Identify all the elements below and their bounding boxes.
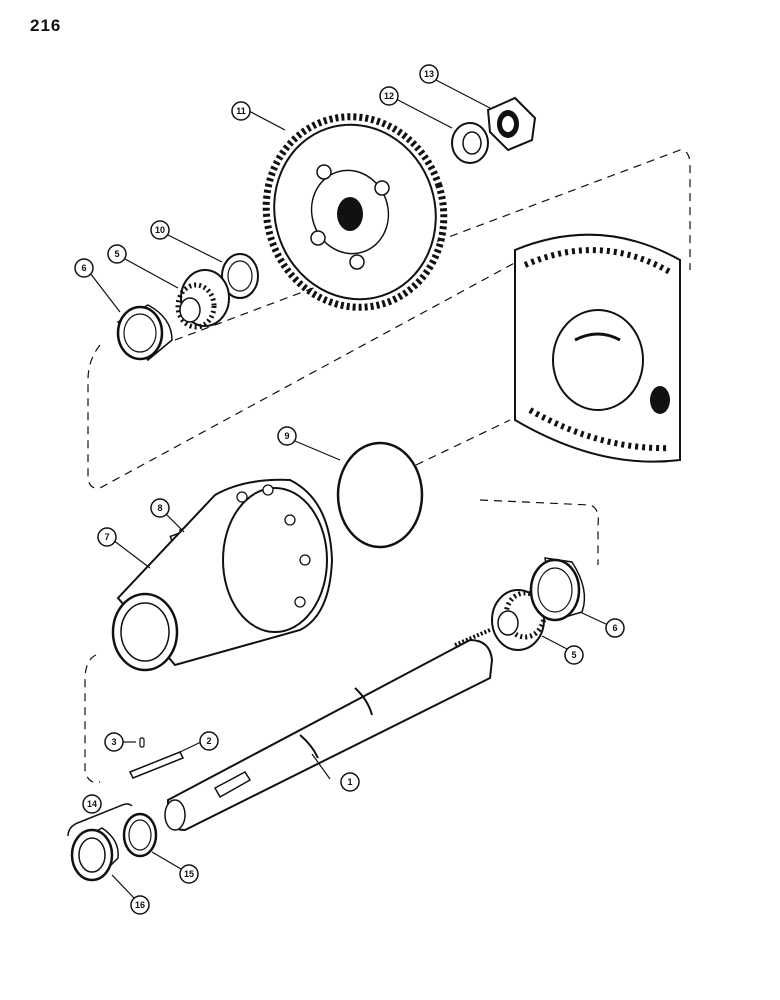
seal-part-16: [70, 827, 119, 882]
svg-text:14: 14: [87, 799, 97, 809]
group-bracket-part-14: [67, 803, 133, 837]
key-part-2: [128, 751, 185, 779]
pin-part-3: [139, 737, 145, 748]
o-ring-part-9: [336, 441, 424, 549]
shaft-part-1: [164, 628, 494, 832]
svg-text:3: 3: [111, 737, 116, 747]
nut-part-13: [486, 96, 537, 152]
callout-14: 14: [82, 794, 102, 814]
svg-text:7: 7: [104, 532, 109, 542]
svg-text:16: 16: [135, 900, 145, 910]
transmission-housing-fragment: [514, 233, 681, 463]
callout-6-upper: 6: [74, 258, 94, 278]
svg-text:10: 10: [155, 225, 165, 235]
callout-10: 10: [150, 220, 170, 240]
svg-text:8: 8: [157, 503, 162, 513]
svg-text:9: 9: [284, 431, 289, 441]
svg-text:6: 6: [81, 263, 86, 273]
sleeve-part-15: [122, 812, 158, 858]
callout-16: 16: [130, 895, 150, 915]
svg-text:2: 2: [206, 736, 211, 746]
page-number: 216: [30, 16, 62, 35]
washer-part-10: [221, 253, 259, 299]
svg-text:5: 5: [114, 249, 119, 259]
callout-1: 1: [340, 772, 360, 792]
callout-8: 8: [150, 498, 170, 518]
callout-6-lower: 6: [605, 618, 625, 638]
callout-7: 7: [97, 527, 117, 547]
bearing-part-5-upper: [175, 269, 230, 330]
callout-5-upper: 5: [107, 244, 127, 264]
svg-text:5: 5: [571, 650, 576, 660]
bearing-cup-part-6-upper: [116, 304, 173, 362]
callout-13: 13: [419, 64, 439, 84]
svg-text:6: 6: [612, 623, 617, 633]
svg-text:15: 15: [184, 869, 194, 879]
lock-washer-part-12: [451, 122, 489, 164]
bearing-cup-part-6-lower: [529, 557, 586, 622]
callout-2: 2: [199, 731, 219, 751]
svg-text:13: 13: [424, 69, 434, 79]
carrier-housing-part-7: [111, 478, 334, 672]
assembly-dash-lines: [84, 149, 691, 784]
svg-text:1: 1: [347, 777, 352, 787]
callout-11: 11: [231, 101, 251, 121]
leader-lines: [89, 79, 609, 899]
gear-part-11: [262, 113, 448, 311]
svg-text:11: 11: [236, 106, 246, 116]
callout-12: 12: [379, 86, 399, 106]
svg-text:12: 12: [384, 91, 394, 101]
callout-3: 3: [104, 732, 124, 752]
callout-9: 9: [277, 426, 297, 446]
callout-15: 15: [179, 864, 199, 884]
callout-5-lower: 5: [564, 645, 584, 665]
